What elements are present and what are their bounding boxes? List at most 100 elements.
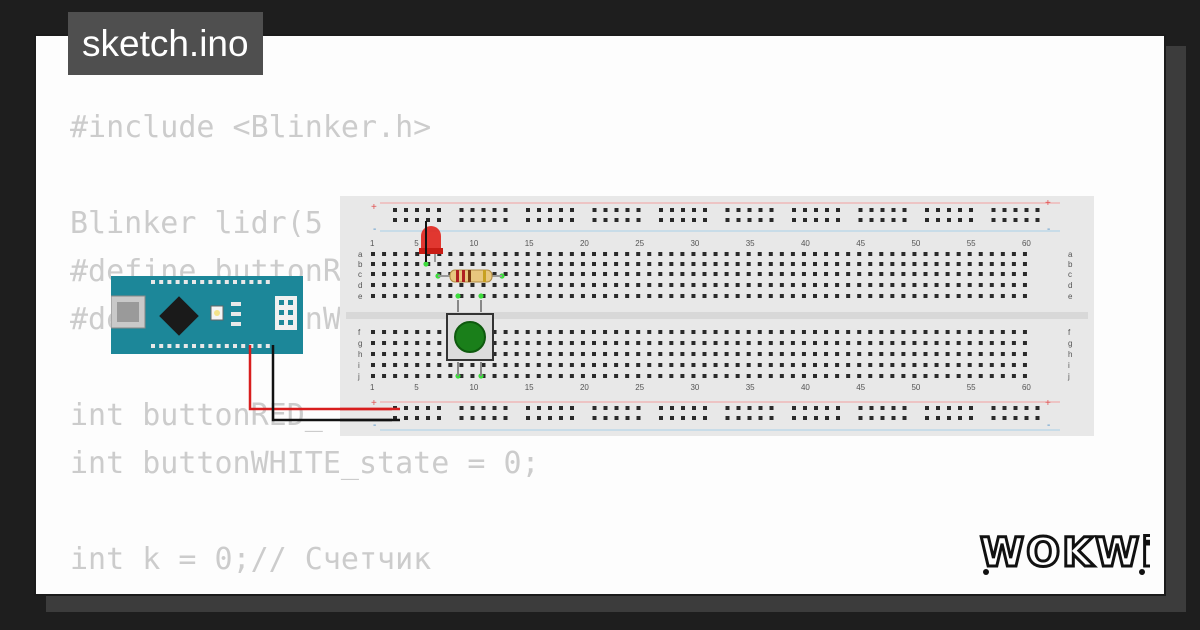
breadboard-hole — [746, 272, 751, 276]
breadboard-hole — [680, 374, 685, 378]
breadboard-hole — [814, 208, 818, 212]
breadboard-hole — [945, 283, 950, 287]
breadboard-hole — [991, 218, 996, 222]
breadboard-hole — [614, 330, 619, 334]
breadboard-hole — [868, 262, 873, 266]
breadboard-hole — [503, 262, 508, 266]
breadboard-hole — [746, 374, 751, 378]
breadboard-hole — [769, 416, 774, 420]
row-letter: b — [1068, 260, 1073, 269]
breadboard-hole — [658, 272, 663, 276]
breadboard-hole — [936, 218, 940, 222]
breadboard-hole — [625, 374, 630, 378]
breadboard-hole — [625, 341, 630, 345]
breadboard-hole — [426, 374, 431, 378]
breadboard-hole — [1022, 252, 1027, 256]
breadboard-hole — [858, 416, 863, 420]
breadboard-hole — [1002, 218, 1007, 222]
breadboard-hole — [481, 363, 486, 367]
breadboard-hole — [470, 208, 475, 212]
breadboard-hole — [415, 262, 420, 266]
breadboard-hole — [768, 283, 773, 287]
breadboard-hole — [691, 330, 696, 334]
breadboard-hole — [879, 374, 884, 378]
code-line: Blinker lidr(5 — [70, 206, 323, 241]
breadboard-hole — [758, 218, 763, 222]
breadboard-hole — [503, 294, 508, 298]
breadboard-hole — [879, 352, 884, 356]
breadboard-hole — [393, 416, 397, 420]
breadboard-hole — [967, 352, 972, 356]
breadboard-hole — [669, 283, 674, 287]
breadboard-hole — [647, 363, 652, 367]
breadboard-hole — [824, 294, 829, 298]
breadboard-hole — [1022, 330, 1027, 334]
breadboard-hole — [879, 283, 884, 287]
breadboard-hole — [547, 294, 552, 298]
breadboard-hole — [735, 252, 740, 256]
breadboard-hole — [978, 363, 983, 367]
breadboard-hole — [735, 352, 740, 356]
breadboard-hole — [404, 406, 408, 410]
breadboard-hole — [636, 352, 641, 356]
breadboard-hole — [470, 374, 475, 378]
breadboard-hole — [536, 283, 541, 287]
breadboard-hole — [912, 330, 917, 334]
breadboard-hole — [492, 352, 497, 356]
arduino-pin — [208, 344, 213, 348]
column-number: 50 — [911, 383, 920, 392]
breadboard-hole — [925, 208, 929, 212]
breadboard-hole — [426, 341, 431, 345]
row-letter: d — [358, 281, 362, 290]
row-letter: a — [1068, 250, 1073, 259]
breadboard-hole — [956, 352, 961, 356]
breadboard-hole — [1011, 272, 1016, 276]
breadboard-hole — [758, 406, 763, 410]
breadboard-hole — [879, 272, 884, 276]
breadboard-hole — [868, 294, 873, 298]
breadboard-hole — [746, 352, 751, 356]
breadboard-hole — [514, 294, 519, 298]
breadboard-hole — [537, 208, 541, 212]
breadboard-hole — [470, 252, 475, 256]
breadboard-hole — [492, 262, 497, 266]
breadboard-hole — [614, 252, 619, 256]
breadboard-hole — [746, 363, 751, 367]
breadboard-hole — [958, 218, 962, 222]
breadboard-hole — [459, 208, 464, 212]
breadboard-hole — [978, 283, 983, 287]
pushbutton[interactable] — [446, 300, 494, 376]
breadboard-hole — [746, 294, 751, 298]
breadboard-hole — [547, 363, 552, 367]
breadboard-hole — [757, 374, 762, 378]
breadboard-hole — [978, 272, 983, 276]
breadboard-hole — [558, 374, 563, 378]
breadboard-hole — [603, 252, 608, 256]
arduino-pin — [159, 280, 164, 284]
breadboard-hole — [658, 294, 663, 298]
breadboard-hole — [801, 294, 806, 298]
breadboard-hole — [724, 272, 729, 276]
breadboard-hole — [514, 363, 519, 367]
breadboard-hole — [569, 363, 574, 367]
breadboard-hole — [991, 208, 996, 212]
breadboard-hole — [925, 406, 929, 410]
breadboard-hole — [614, 218, 619, 222]
breadboard-hole — [592, 262, 596, 266]
breadboard-hole — [393, 374, 398, 378]
breadboard-hole — [846, 374, 851, 378]
breadboard-hole — [735, 294, 740, 298]
wokwi-logo-text: WOKWi — [980, 530, 1150, 576]
breadboard-hole — [569, 294, 574, 298]
breadboard-hole — [813, 294, 817, 298]
breadboard-hole — [514, 330, 519, 334]
breadboard-hole — [757, 262, 762, 266]
breadboard-hole — [901, 272, 906, 276]
breadboard-hole — [868, 374, 873, 378]
breadboard-hole — [967, 262, 972, 266]
arduino-pin — [151, 344, 155, 348]
breadboard-hole — [404, 283, 409, 287]
breadboard-hole — [625, 262, 630, 266]
breadboard-hole — [658, 262, 663, 266]
breadboard-hole — [658, 330, 663, 334]
